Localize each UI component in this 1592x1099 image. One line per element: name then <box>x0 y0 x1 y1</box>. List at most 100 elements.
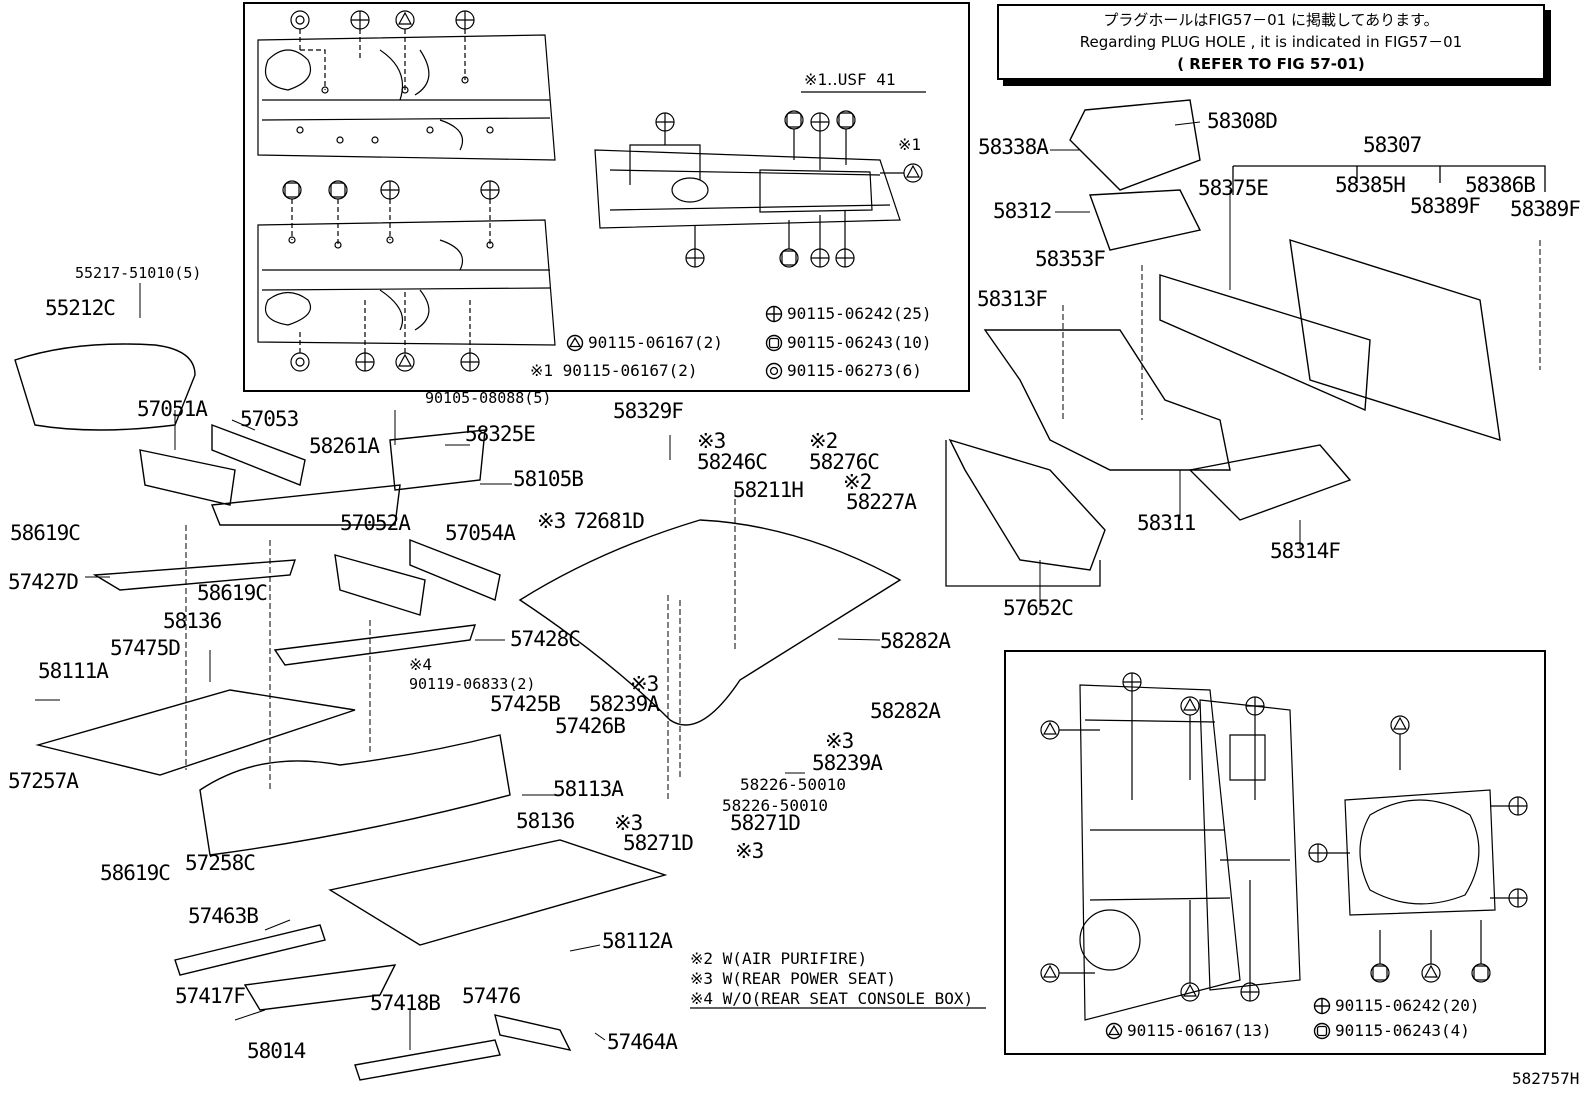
outline-57427D <box>92 559 296 591</box>
part-label[interactable]: 58211H <box>733 478 804 502</box>
part-label[interactable]: 58386B <box>1465 173 1536 197</box>
part-label[interactable]: 58311 <box>1137 511 1196 535</box>
part-label: ※3 <box>697 429 726 453</box>
outline-58113A <box>199 734 511 856</box>
part-label[interactable]: 58271D <box>730 811 801 835</box>
part-label[interactable]: 58261A <box>309 434 380 458</box>
legend-text: 90115-06242(20) <box>1335 996 1480 1015</box>
part-label[interactable]: 57418B <box>370 991 441 1015</box>
part-label[interactable]: 58239A <box>812 751 883 775</box>
part-label[interactable]: 57425B <box>490 692 561 716</box>
part-label[interactable]: 57417F <box>175 984 246 1008</box>
part-label[interactable]: 57476 <box>462 984 521 1008</box>
inset-bottom-legend-triangle: 90115-06167(13) <box>1105 1022 1272 1040</box>
outline-58314F <box>1188 444 1352 521</box>
inset-top-x1-mark: ※1 <box>898 135 922 154</box>
triangle-circle-icon <box>566 334 584 352</box>
part-label[interactable]: 57051A <box>137 397 208 421</box>
part-label[interactable]: 57652C <box>1003 596 1074 620</box>
part-label[interactable]: 57258C <box>185 851 256 875</box>
plug-hole-notice: プラグホールはFIG57－01 に掲載してあります。 Regarding PLU… <box>997 4 1545 80</box>
part-label[interactable]: 57428C <box>510 627 581 651</box>
outline-58211H <box>518 519 902 726</box>
outline-58313F <box>983 329 1231 471</box>
part-label[interactable]: 57463B <box>188 904 259 928</box>
leader-lines-solid <box>35 121 1301 1050</box>
notice-line-2: Regarding PLUG HOLE , it is indicated in… <box>1079 33 1463 51</box>
part-label[interactable]: 58619C <box>197 581 268 605</box>
part-label[interactable]: 90119-06833(2) <box>409 675 536 693</box>
outline-57053 <box>211 423 306 486</box>
part-label[interactable]: 58271D <box>623 831 694 855</box>
part-label[interactable]: 58282A <box>880 629 951 653</box>
part-label[interactable]: 58307 <box>1363 133 1422 157</box>
inset-top-legend-double: 90115-06273(6) <box>765 362 922 380</box>
part-label[interactable]: 58375E <box>1198 176 1269 200</box>
leader-lines <box>185 240 1541 800</box>
part-label[interactable]: 55217-51010(5) <box>75 264 202 282</box>
part-label[interactable]: 57257A <box>8 769 79 793</box>
part-label[interactable]: 58619C <box>100 861 171 885</box>
part-label[interactable]: 58136 <box>516 809 575 833</box>
part-label[interactable]: 58282A <box>870 699 941 723</box>
part-label[interactable]: 58246C <box>697 450 768 474</box>
footnote-3: ※3 W(REAR POWER SEAT) <box>690 969 897 988</box>
part-label[interactable]: 55212C <box>45 296 116 320</box>
part-label[interactable]: 58226-50010 <box>740 775 846 794</box>
inset-bottom-legend-square: 90115-06243(4) <box>1313 1022 1470 1040</box>
part-label[interactable]: 58329F <box>613 399 684 423</box>
part-label[interactable]: 58338A <box>978 135 1049 159</box>
part-label[interactable]: 57464A <box>607 1030 678 1054</box>
legend-text: 90115-06243(10) <box>787 333 932 352</box>
outline-57052A <box>334 554 426 616</box>
part-label[interactable]: 58308D <box>1207 109 1278 133</box>
part-label[interactable]: 58113A <box>553 777 624 801</box>
part-label[interactable]: 90105-08088(5) <box>425 389 552 407</box>
part-label[interactable]: 58619C <box>10 521 81 545</box>
part-label[interactable]: 58385H <box>1335 173 1406 197</box>
legend-text: 90115-06167(13) <box>1127 1021 1272 1040</box>
part-label: ※3 <box>735 839 764 863</box>
part-label[interactable]: 58105B <box>513 467 584 491</box>
part-label[interactable]: 57426B <box>555 714 626 738</box>
part-label[interactable]: 58111A <box>38 659 109 683</box>
part-label[interactable]: 58389F <box>1410 194 1481 218</box>
inset-bottom-legend-cross: 90115-06242(20) <box>1313 997 1480 1015</box>
part-label: ※2 <box>809 429 838 453</box>
part-label[interactable]: 57054A <box>445 521 516 545</box>
outline-58312 <box>1089 189 1202 251</box>
bracket-58307 <box>1232 165 1546 195</box>
part-label[interactable]: 58313F <box>977 287 1048 311</box>
part-label[interactable]: 58353F <box>1035 247 1106 271</box>
part-label: ※3 <box>614 811 643 835</box>
inset-top-underbody-sketch <box>594 110 923 268</box>
inset-top-title: ※1‥USF 41 <box>804 70 896 89</box>
part-label[interactable]: 57475D <box>110 636 181 660</box>
legend-text: 90115-06273(6) <box>787 361 922 380</box>
part-label[interactable]: 58312 <box>993 199 1052 223</box>
part-label[interactable]: 58276C <box>809 450 880 474</box>
part-label[interactable]: 57053 <box>240 407 299 431</box>
part-label[interactable]: 58389F <box>1510 197 1581 221</box>
part-label[interactable]: 57052A <box>340 511 411 535</box>
part-label[interactable]: 58112A <box>602 929 673 953</box>
part-label: ※3 <box>825 729 854 753</box>
part-label[interactable]: 57427D <box>8 570 79 594</box>
outline-58307 <box>1289 238 1501 442</box>
part-label[interactable]: 58226-50010 <box>722 796 828 815</box>
part-label[interactable]: 72681D <box>574 509 645 533</box>
part-label[interactable]: 58014 <box>247 1039 306 1063</box>
legend-text: 90115-06243(4) <box>1335 1021 1470 1040</box>
bracket-57652C <box>945 440 1101 587</box>
outline-58308D <box>1069 99 1201 191</box>
part-label[interactable]: 58239A <box>589 692 660 716</box>
inset-top-frame <box>243 2 970 392</box>
part-label[interactable]: 58314F <box>1270 539 1341 563</box>
outline-57054A <box>409 538 501 601</box>
legend-text: 90115-06242(25) <box>787 304 932 323</box>
part-label[interactable]: 58325E <box>465 422 536 446</box>
part-label[interactable]: 58136 <box>163 609 222 633</box>
part-label[interactable]: 58227A <box>846 490 917 514</box>
part-outlines <box>14 99 1501 1081</box>
inset-top-floor-sketch-upper <box>257 10 556 161</box>
